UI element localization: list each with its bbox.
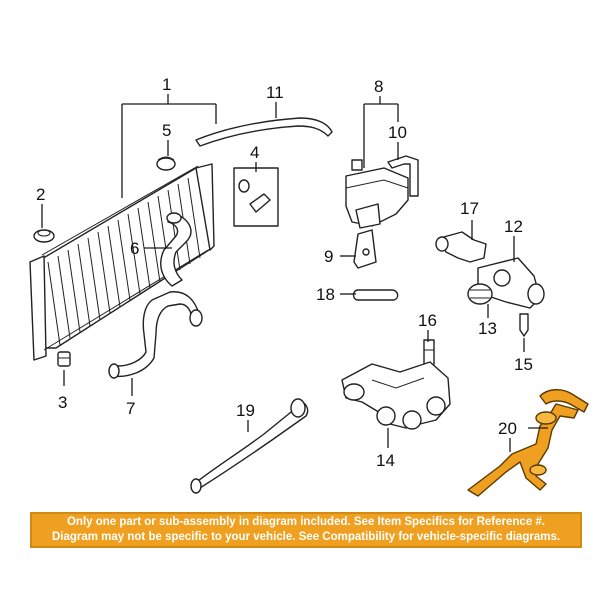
- callout-17: 17: [460, 199, 479, 218]
- radiator-cap-part: [33, 229, 55, 243]
- callout-13: 13: [478, 319, 497, 338]
- callout-14: 14: [376, 451, 395, 470]
- callout-numbers: 1 2 3 4 5 6 7 8 9 10 11 12 13 14 15 16 1…: [36, 75, 533, 470]
- drain-plug-part: [57, 351, 71, 367]
- callout-6: 6: [130, 239, 139, 258]
- disclaimer-line-2: Diagram may not be specific to your vehi…: [51, 531, 561, 543]
- bypass-hose-part: [352, 289, 399, 301]
- upper-hose-part: [160, 212, 192, 287]
- callout-5: 5: [162, 121, 171, 140]
- callout-12: 12: [504, 217, 523, 236]
- thermostat-part: [467, 283, 493, 305]
- overflow-hose-part: [195, 117, 333, 147]
- callout-11: 11: [266, 83, 284, 102]
- disclaimer-banner: Only one part or sub-assembly in diagram…: [30, 512, 582, 548]
- reservoir-tank-part: [345, 159, 409, 229]
- callout-7: 7: [126, 399, 135, 418]
- lower-hose-part: [108, 291, 203, 379]
- leader-lines: [41, 94, 548, 452]
- thermostat-housing-part: [477, 257, 545, 309]
- heater-hose-part: [190, 398, 309, 494]
- radiator-part: [29, 163, 215, 361]
- callout-19: 19: [236, 401, 255, 420]
- callout-15: 15: [514, 355, 533, 374]
- callout-1: 1: [162, 75, 171, 94]
- hose-clamp-part: [233, 167, 279, 227]
- callout-18: 18: [316, 285, 335, 304]
- callout-2: 2: [36, 185, 45, 204]
- highlighted-water-pipe-part: [467, 389, 589, 497]
- callout-10: 10: [388, 123, 407, 142]
- reservoir-hose-part: [387, 155, 419, 197]
- callout-4: 4: [250, 143, 259, 162]
- callout-9: 9: [324, 247, 333, 266]
- water-manifold-part: [341, 361, 451, 430]
- tank-bracket-part: [353, 229, 377, 269]
- water-outlet-part: [435, 231, 487, 263]
- disclaimer-line-1: Only one part or sub-assembly in diagram…: [66, 516, 546, 528]
- filler-cap-part: [156, 156, 176, 171]
- temperature-sender-part: [519, 313, 529, 337]
- callout-16: 16: [418, 311, 437, 330]
- callout-8: 8: [374, 77, 383, 96]
- callout-3: 3: [58, 393, 67, 412]
- callout-20: 20: [498, 419, 517, 438]
